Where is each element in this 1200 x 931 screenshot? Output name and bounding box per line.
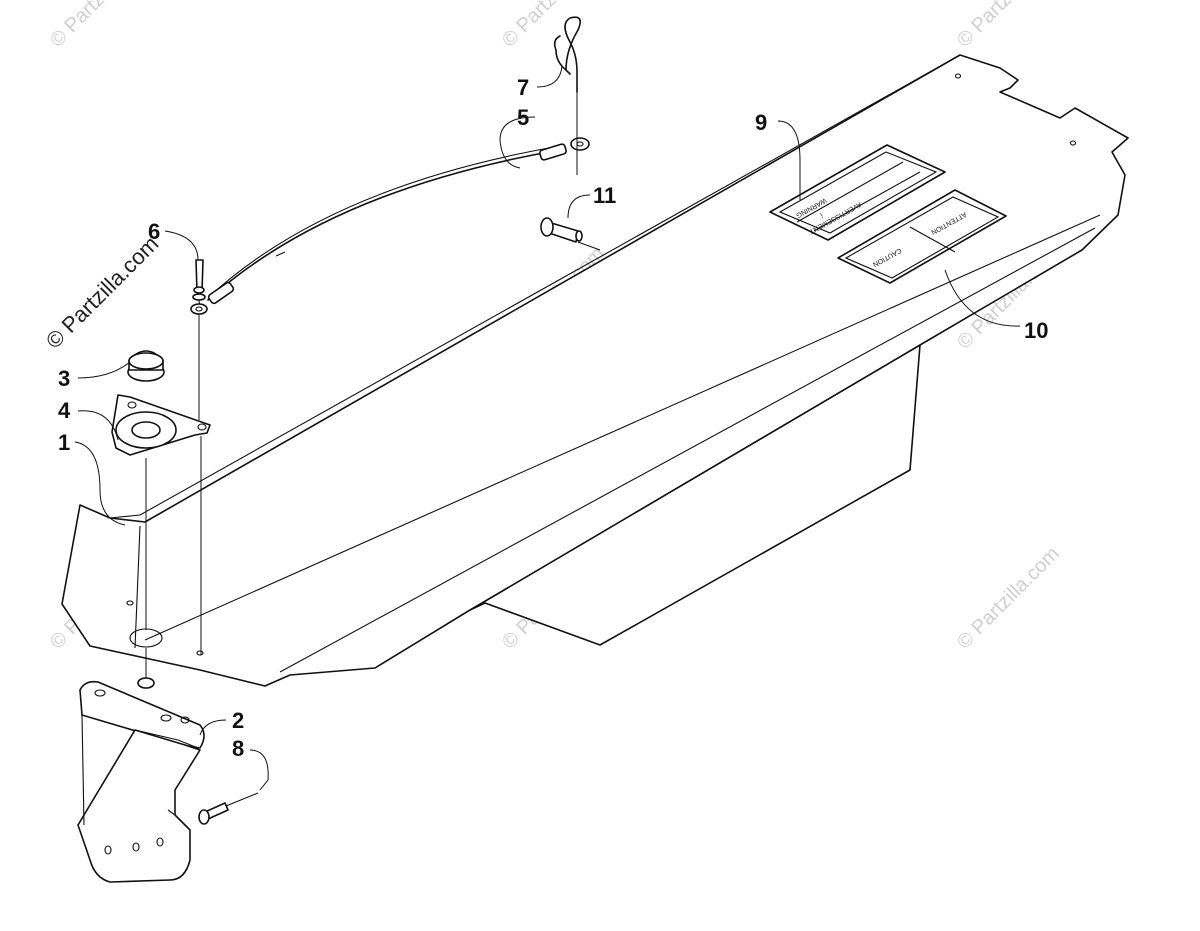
tether-rivet	[192, 259, 206, 311]
skid-plate-chamfer	[279, 227, 1096, 673]
callout-4: 4	[58, 398, 71, 423]
rivet-hole	[954, 73, 962, 79]
rivet-hole	[1069, 140, 1077, 146]
mounting-bracket	[77, 680, 259, 883]
warning-decal-outline	[769, 144, 946, 241]
watermark: © Partzilla.com	[953, 0, 1064, 52]
watermark: © Partzilla.com	[46, 0, 157, 52]
leader-lines	[74, 65, 1021, 791]
skid-plate	[61, 54, 1129, 687]
callout-1: 1	[58, 430, 70, 455]
callout-3: 3	[58, 366, 70, 391]
callout-10: 10	[1024, 318, 1048, 343]
grommet-bracket	[111, 394, 211, 456]
skid-plate-edge	[109, 54, 961, 519]
callout-11: 11	[593, 183, 616, 208]
mounting-bracket-top	[79, 680, 205, 749]
skid-plate-chamfer	[144, 214, 1101, 641]
watermark: © Partzilla.com	[953, 543, 1064, 654]
rivet-hole	[126, 600, 134, 606]
callout-2: 2	[232, 708, 244, 733]
watermark-main: © Partzilla.com	[41, 231, 164, 354]
rubber-grommet	[127, 350, 165, 382]
drain-plug	[540, 217, 583, 243]
rivet-hole	[196, 650, 204, 656]
warning-decal: WARNING AVERTISSEMENT !	[769, 144, 946, 241]
washer	[137, 677, 155, 689]
caution-decal-outline	[837, 189, 1007, 284]
grommet-bracket-hole	[131, 421, 161, 439]
watermark: © Partzilla.com	[498, 0, 609, 52]
callout-8: 8	[232, 736, 244, 761]
caution-decal: CAUTION ATTENTION	[837, 189, 1007, 284]
assembly-lines	[145, 92, 601, 678]
warning-decal-text: !	[820, 213, 825, 220]
skid-plate-chamfer	[134, 525, 141, 649]
callout-9: 9	[755, 110, 767, 135]
callout-5: 5	[517, 105, 529, 130]
hairpin-clip	[553, 16, 581, 93]
callout-6: 6	[148, 219, 160, 244]
callout-labels: 1 2 3 4 5 6 7 8 9 10 11	[58, 75, 1048, 761]
tether-cable	[190, 137, 590, 315]
callout-7: 7	[517, 75, 529, 100]
mounting-bracket-leg	[77, 729, 201, 883]
